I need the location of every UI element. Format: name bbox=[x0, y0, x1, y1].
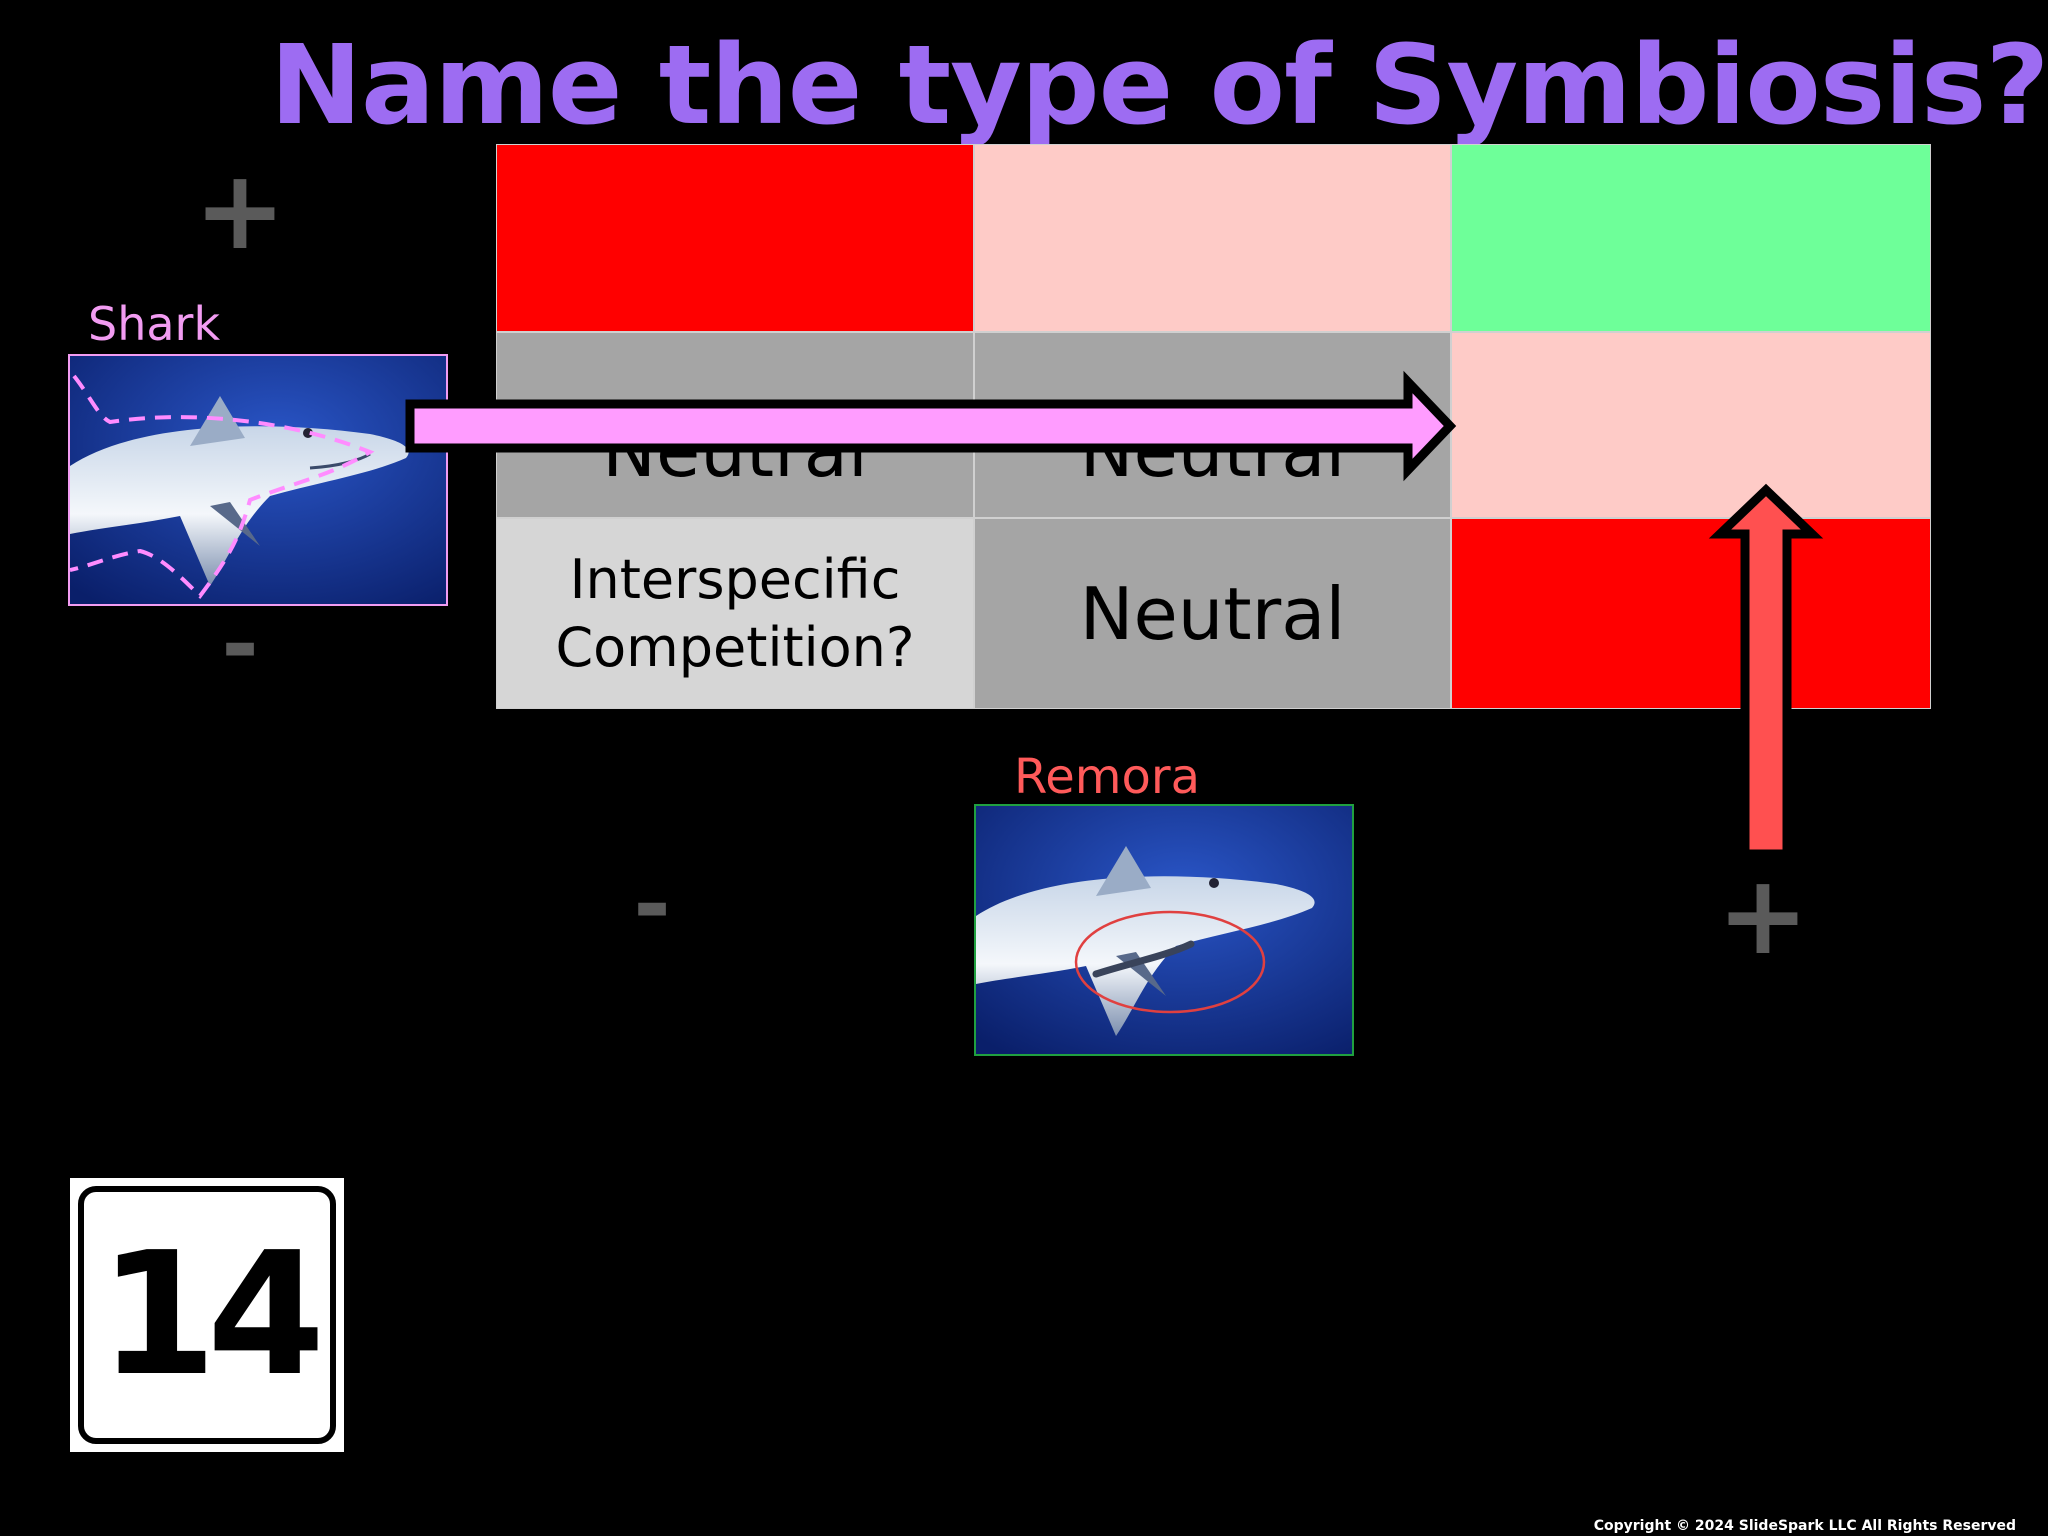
cell-neutral-neutral: Neutral bbox=[974, 332, 1451, 518]
shark-photo bbox=[68, 354, 448, 606]
cell-neg-neutral: Neutral bbox=[496, 332, 974, 518]
shark-label: Shark bbox=[88, 297, 221, 351]
cell-text: Neutral bbox=[602, 409, 868, 493]
badge-number: 14 bbox=[78, 1186, 336, 1444]
remora-photo bbox=[974, 804, 1354, 1056]
cell-neutral-neg: Neutral bbox=[974, 518, 1451, 709]
cell-pos-neg bbox=[1451, 518, 1931, 709]
cell-pos-neutral bbox=[1451, 332, 1931, 518]
cell-text: Neutral bbox=[1079, 571, 1346, 656]
remora-minus-sign: - bbox=[633, 852, 671, 957]
slide-title: Name the type of Symbiosis? bbox=[270, 21, 2048, 149]
cell-text: Interspecific Competition? bbox=[555, 547, 915, 679]
cell-neutral-pos bbox=[974, 144, 1451, 332]
shark-plus-sign: + bbox=[193, 146, 287, 274]
route-number-badge: 14 bbox=[70, 1178, 344, 1452]
cell-pos-pos bbox=[1451, 144, 1931, 332]
shark-minus-sign: - bbox=[221, 592, 259, 697]
symbiosis-grid: Neutral Neutral Interspecific Competitio… bbox=[496, 144, 1931, 709]
remora-plus-sign: + bbox=[1716, 851, 1810, 979]
cell-text: Neutral bbox=[1079, 409, 1346, 493]
remora-label: Remora bbox=[1014, 749, 1200, 805]
cell-neg-neg: Interspecific Competition? bbox=[496, 518, 974, 709]
copyright-notice: Copyright © 2024 SlideSpark LLC All Righ… bbox=[1593, 1518, 2016, 1534]
cell-neg-pos bbox=[496, 144, 974, 332]
